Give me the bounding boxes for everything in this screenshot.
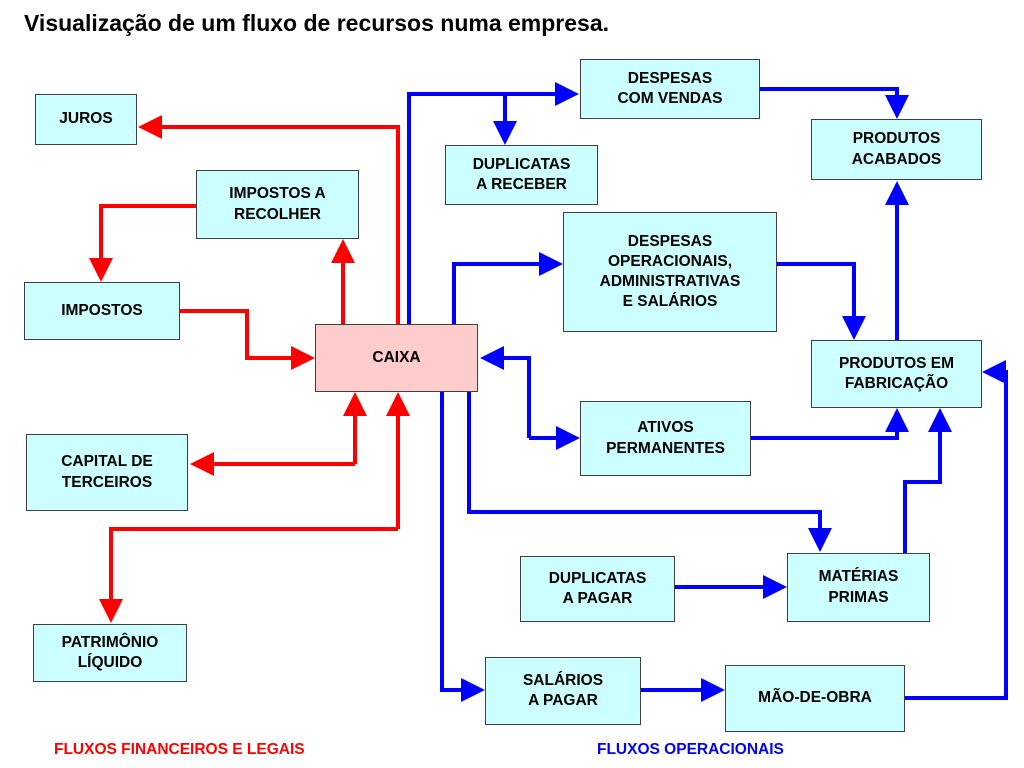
node-duplicatas-a-pagar: DUPLICATAS A PAGAR <box>520 556 675 622</box>
node-impostos-a-recolher: IMPOSTOS A RECOLHER <box>196 170 359 239</box>
node-capital-de-terceiros-label: CAPITAL DE TERCEIROS <box>61 453 153 491</box>
node-duplicatas-a-receber: DUPLICATAS A RECEBER <box>445 145 598 205</box>
node-materias-primas-label: MATÉRIAS PRIMAS <box>818 568 899 606</box>
flow-caixa-to-materias <box>467 392 832 552</box>
node-produtos-em-fabricacao-label: PRODUTOS EM FABRICAÇÃO <box>838 354 955 392</box>
node-mao-de-obra-label: MÃO-DE-OBRA <box>758 689 872 707</box>
flow-caixa-to-despesas-operacionais <box>452 252 563 324</box>
flow-ativos-to-fabricacao <box>751 408 909 440</box>
flow-despesas-operacionais-to-fabricacao <box>777 262 866 340</box>
node-ativos-permanentes: ATIVOS PERMANENTES <box>580 401 751 476</box>
node-juros: JUROS <box>35 94 137 145</box>
node-duplicatas-a-pagar-label: DUPLICATAS A PAGAR <box>548 569 647 607</box>
legend-financial: FLUXOS FINANCEIROS E LEGAIS <box>54 741 305 758</box>
node-produtos-em-fabricacao: PRODUTOS EM FABRICAÇÃO <box>811 340 982 408</box>
flow-ativos-to-caixa <box>480 346 531 438</box>
diagram-title: Visualização de um fluxo de recursos num… <box>24 10 610 36</box>
node-patrimonio-liquido: PATRIMÔNIO LÍQUIDO <box>33 624 187 682</box>
node-despesas-com-vendas-label: DESPESAS COM VENDAS <box>617 69 723 107</box>
node-despesas-com-vendas: DESPESAS COM VENDAS <box>580 59 760 119</box>
flow-caixa-to-juros <box>138 115 400 324</box>
flow-mao-de-obra-to-fabricacao <box>905 360 1008 700</box>
node-impostos-label: IMPOSTOS <box>61 301 143 319</box>
node-despesas-operacionais: DESPESAS OPERACIONAIS, ADMINISTRATIVAS E… <box>563 212 777 332</box>
node-impostos: IMPOSTOS <box>24 282 180 340</box>
node-produtos-acabados: PRODUTOS ACABADOS <box>811 119 982 180</box>
flow-materias-to-fabricacao <box>903 408 952 553</box>
node-despesas-operacionais-label: DESPESAS OPERACIONAIS, ADMINISTRATIVAS E… <box>599 232 741 311</box>
flow-despesas-vendas-to-acabados <box>760 87 909 119</box>
node-caixa: CAIXA <box>315 324 478 392</box>
node-caixa-label: CAIXA <box>372 348 421 366</box>
node-salarios-a-pagar-label: SALÁRIOS A PAGAR <box>522 671 604 709</box>
node-juros-label: JUROS <box>59 110 113 128</box>
flow-caixa-to-salarios-pagar <box>440 392 485 702</box>
node-patrimonio-liquido-label: PATRIMÔNIO LÍQUIDO <box>61 633 159 671</box>
flow-impostos-a-recolher-to-impostos <box>89 204 196 282</box>
node-produtos-acabados-label: PRODUTOS ACABADOS <box>851 130 942 168</box>
node-mao-de-obra: MÃO-DE-OBRA <box>725 665 905 732</box>
flow-caixa-to-despesas-vendas <box>407 82 579 324</box>
node-salarios-a-pagar: SALÁRIOS A PAGAR <box>485 657 641 725</box>
node-capital-de-terceiros: CAPITAL DE TERCEIROS <box>26 434 188 511</box>
flow-impostos-to-caixa <box>180 309 315 370</box>
node-duplicatas-a-receber-label: DUPLICATAS A RECEBER <box>472 155 571 193</box>
node-impostos-a-recolher-label: IMPOSTOS A RECOLHER <box>229 185 326 223</box>
node-materias-primas: MATÉRIAS PRIMAS <box>787 553 930 622</box>
node-ativos-permanentes-label: ATIVOS PERMANENTES <box>606 419 725 457</box>
legend-operational: FLUXOS OPERACIONAIS <box>597 741 784 758</box>
flow-caixa-to-patrimonio <box>99 527 398 623</box>
